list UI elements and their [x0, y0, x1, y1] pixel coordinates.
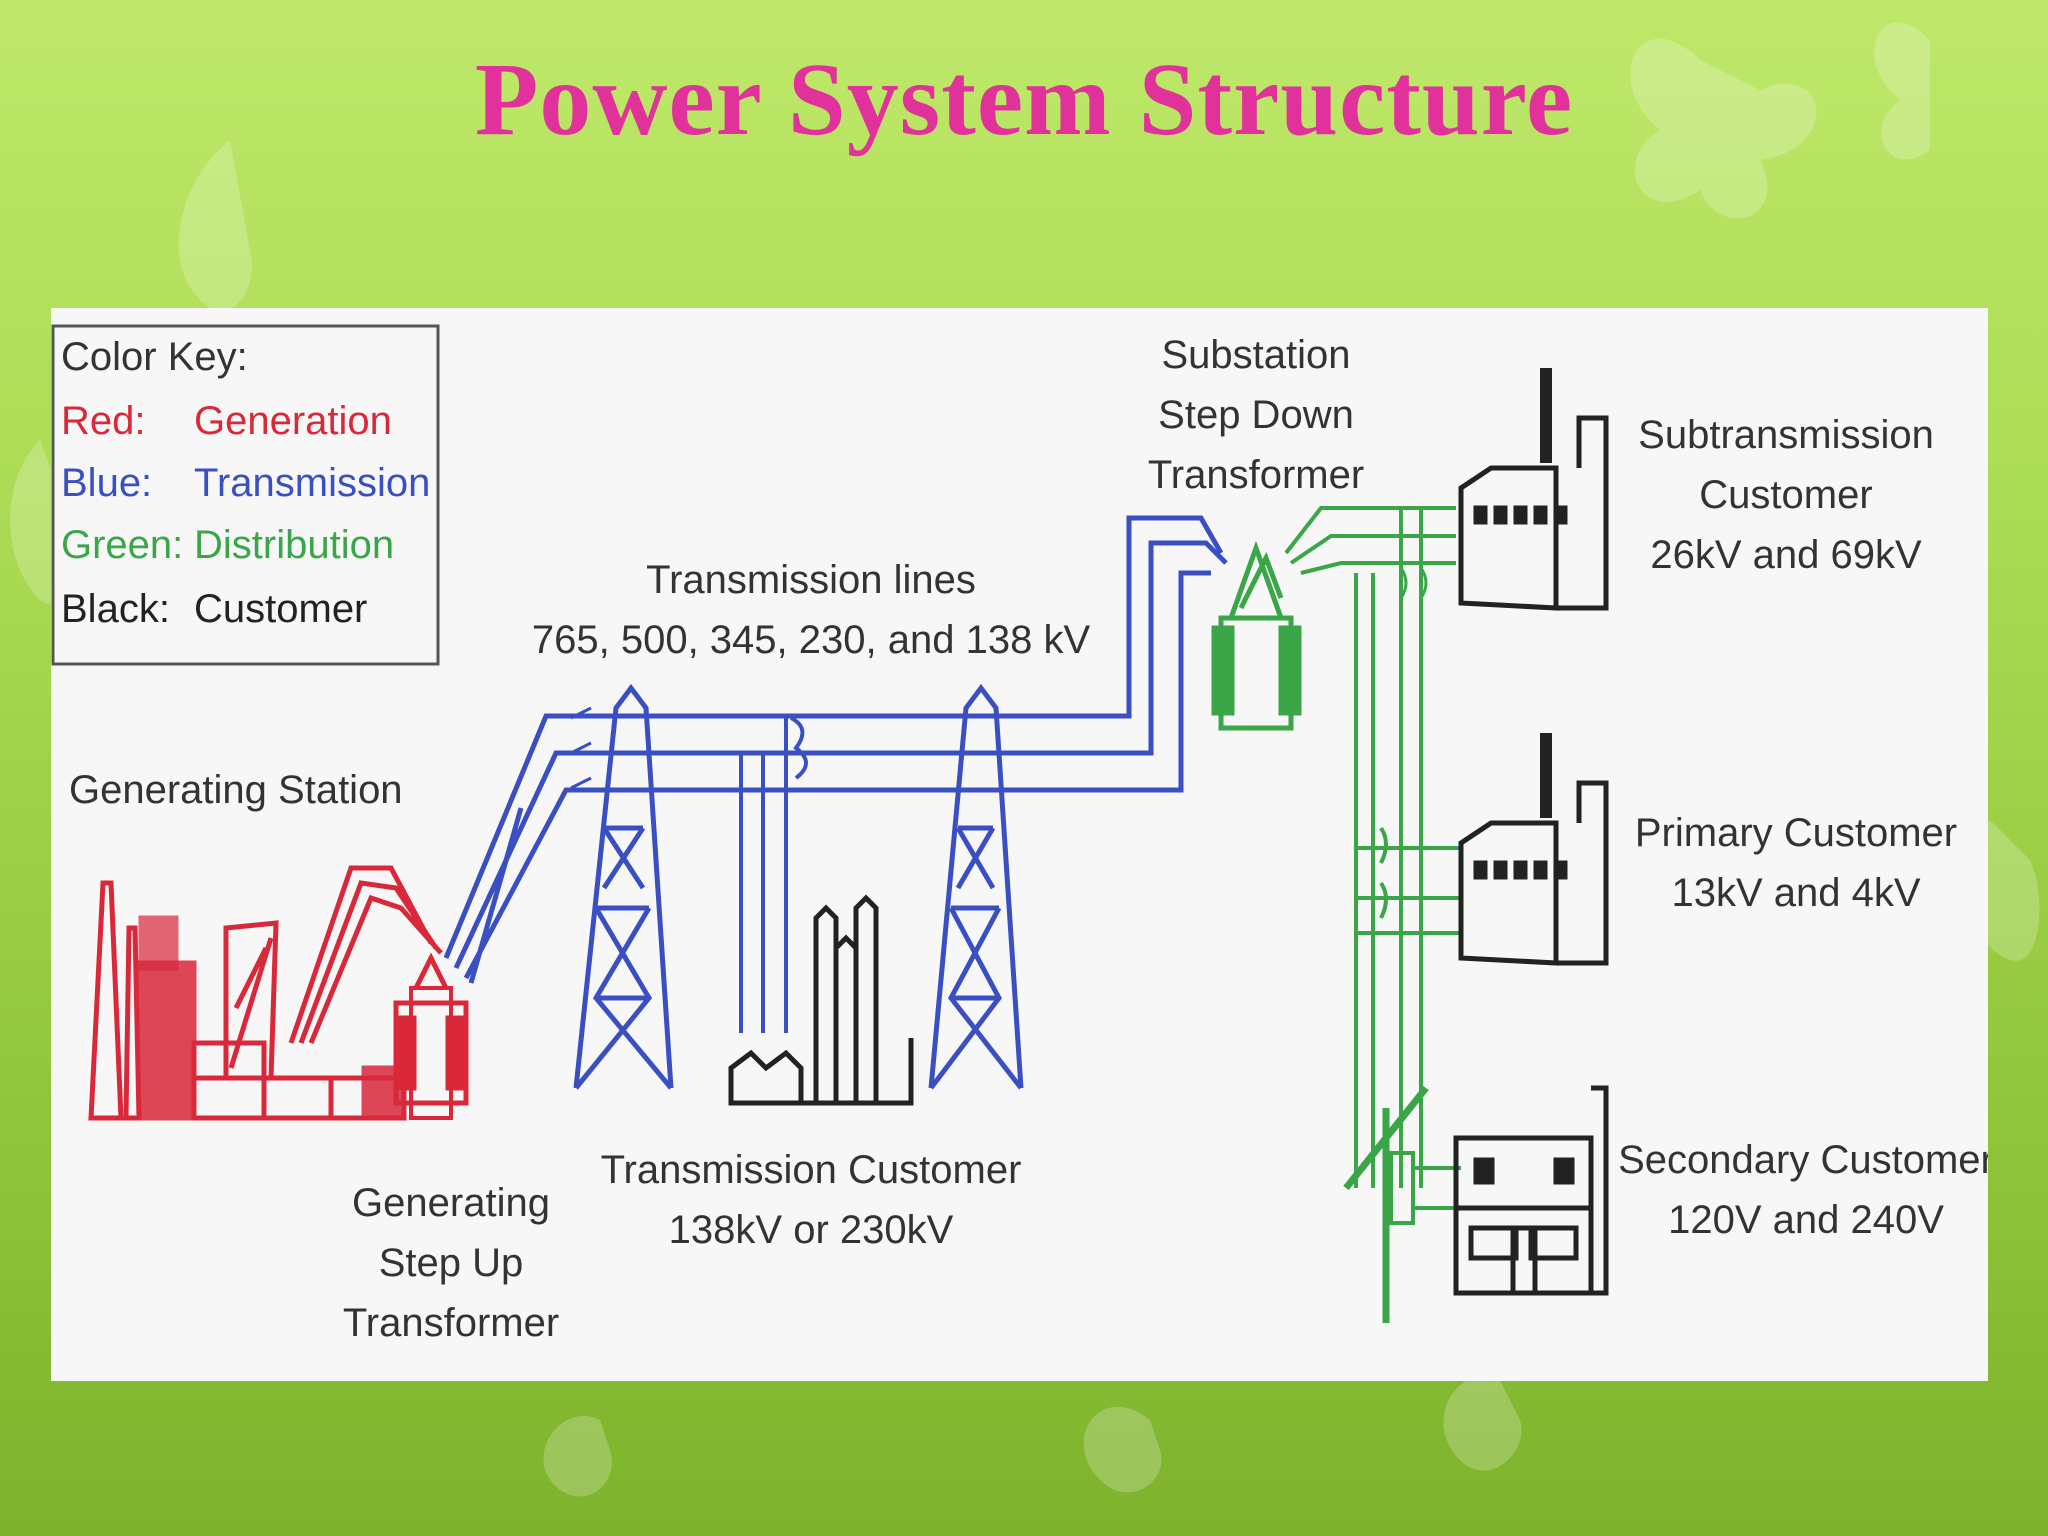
factory-icon: [1458, 733, 1609, 966]
color-key-blue-meaning: Transmission: [194, 461, 430, 505]
step-up-label-line2: Step Up: [379, 1241, 524, 1285]
color-key-black-name: Black:: [61, 587, 170, 631]
diagram-labels: Generating Station Generating Step Up Tr…: [69, 333, 1988, 1345]
transmission-lines: [443, 515, 1228, 984]
diagram-canvas: Color Key: Red: Generation Blue: Transmi…: [51, 324, 1988, 1345]
color-key-red-meaning: Generation: [194, 399, 392, 443]
primary-customer-label-line2: 13kV and 4kV: [1671, 871, 1920, 915]
color-key-green-meaning: Distribution: [194, 523, 394, 567]
subtransmission-label-line2: Customer: [1699, 473, 1872, 517]
subtransmission-label-line3: 26kV and 69kV: [1650, 533, 1922, 577]
generating-station-label: Generating Station: [69, 768, 403, 812]
color-key-black-meaning: Customer: [194, 587, 367, 631]
color-key-blue-name: Blue:: [61, 461, 152, 505]
generating-station-icon: [88, 865, 443, 1121]
substation-label-line1: Substation: [1161, 333, 1350, 377]
transmission-tower-icon: [928, 683, 1024, 1090]
primary-customer-label-line1: Primary Customer: [1635, 811, 1957, 855]
step-up-label-line1: Generating: [352, 1181, 550, 1225]
factory-icon: [1458, 368, 1609, 611]
color-key: Color Key: Red: Generation Blue: Transmi…: [51, 324, 440, 666]
transmission-lines-label-line2: 765, 500, 345, 230, and 138 kV: [532, 618, 1091, 662]
step-up-label-line3: Transformer: [343, 1301, 559, 1345]
transmission-tower-icon: [573, 683, 674, 1090]
color-key-heading: Color Key:: [61, 335, 248, 379]
transmission-customer-taps: [739, 716, 808, 1033]
substation-label-line3: Transformer: [1148, 453, 1364, 497]
step-up-transformer-icon: [393, 952, 469, 1120]
color-key-green-name: Green:: [61, 523, 183, 567]
secondary-customer-label-line2: 120V and 240V: [1668, 1198, 1944, 1242]
transmission-lines-label-line1: Transmission lines: [646, 558, 976, 602]
factory-icon: [728, 894, 914, 1106]
transmission-customer-label-line1: Transmission Customer: [601, 1148, 1022, 1192]
distribution-lines: [1284, 506, 1461, 1188]
color-key-border: [51, 324, 440, 666]
color-key-red-name: Red:: [61, 399, 146, 443]
step-down-transformer-icon: [1211, 540, 1302, 731]
substation-label-line2: Step Down: [1158, 393, 1354, 437]
secondary-customer-label-line1: Secondary Customer: [1618, 1138, 1988, 1182]
transmission-customer-label-line2: 138kV or 230kV: [669, 1208, 954, 1252]
house-icon: [1453, 1085, 1609, 1296]
slide-title: Power System Structure: [474, 42, 1574, 157]
power-system-diagram: Color Key: Red: Generation Blue: Transmi…: [51, 308, 1988, 1381]
subtransmission-label-line1: Subtransmission: [1638, 413, 1934, 457]
utility-pole-icon: [1343, 1085, 1461, 1323]
